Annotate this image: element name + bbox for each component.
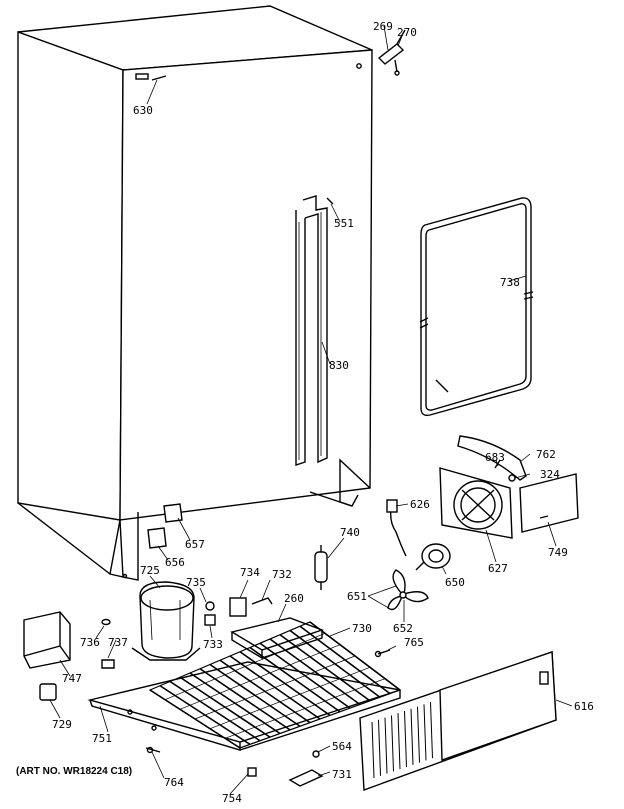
part-740 (314, 545, 328, 590)
part-749-cover (519, 473, 579, 533)
part-754 (247, 767, 257, 777)
part-751-base-pan (87, 661, 401, 751)
part-747-bracket (23, 611, 71, 669)
part-725-compressor (131, 581, 201, 661)
label-754: 754 (222, 792, 242, 805)
label-657: 657 (185, 538, 205, 551)
label-762: 762 (536, 448, 556, 461)
label-650: 650 (445, 576, 465, 589)
part-651-fan-blade (387, 569, 429, 611)
label-730: 730 (352, 622, 372, 635)
part-564-screw (312, 750, 320, 758)
label-269: 269 (373, 20, 393, 33)
leader-lines (49, 25, 573, 795)
label-627: 627 (488, 562, 508, 575)
label-735: 735 (186, 576, 206, 589)
part-736 (101, 618, 111, 626)
part-656 (147, 527, 167, 549)
art-number: (ART NO. WR18224 C18) (16, 766, 132, 777)
label-749: 749 (548, 546, 568, 559)
label-740: 740 (340, 526, 360, 539)
label-630: 630 (133, 104, 153, 117)
label-616: 616 (574, 700, 594, 713)
label-732: 732 (272, 568, 292, 581)
label-747: 747 (62, 672, 82, 685)
label-738: 738 (500, 276, 520, 289)
label-729: 729 (52, 718, 72, 731)
label-731: 731 (332, 768, 352, 781)
part-729 (39, 683, 57, 701)
part-738-gasket (419, 197, 534, 417)
part-735-grommet (205, 601, 215, 611)
label-733: 733 (203, 638, 223, 651)
label-652: 652 (393, 622, 413, 635)
label-626: 626 (410, 498, 430, 511)
part-260-drain-pan (230, 617, 325, 660)
label-725: 725 (140, 564, 160, 577)
part-731 (288, 769, 324, 787)
label-260: 260 (284, 592, 304, 605)
part-733 (204, 614, 216, 626)
label-683: 683 (485, 451, 505, 464)
label-656: 656 (165, 556, 185, 569)
label-736: 736 (80, 636, 100, 649)
part-630-hinge (135, 73, 149, 80)
part-737 (101, 659, 115, 669)
label-564: 564 (332, 740, 352, 753)
label-270: 270 (397, 26, 417, 39)
part-657 (163, 503, 183, 523)
part-650-motor (415, 543, 451, 571)
label-551: 551 (334, 217, 354, 230)
label-324: 324 (540, 468, 560, 481)
label-764: 764 (164, 776, 184, 789)
part-616-grille (359, 651, 557, 791)
label-737: 737 (108, 636, 128, 649)
label-765: 765 (404, 636, 424, 649)
label-734: 734 (240, 566, 260, 579)
part-732 (251, 597, 273, 605)
cabinet (17, 5, 406, 581)
label-751: 751 (92, 732, 112, 745)
part-734-relay (229, 597, 247, 617)
part-labels: 269 270 630 551 738 830 762 683 324 626 … (16, 20, 594, 805)
part-269-hinge (377, 43, 405, 65)
label-651: 651 (347, 590, 367, 603)
part-626-harness (389, 503, 407, 557)
label-830: 830 (329, 359, 349, 372)
part-627-fan-bracket (439, 467, 513, 539)
part-762-tube (457, 435, 527, 481)
